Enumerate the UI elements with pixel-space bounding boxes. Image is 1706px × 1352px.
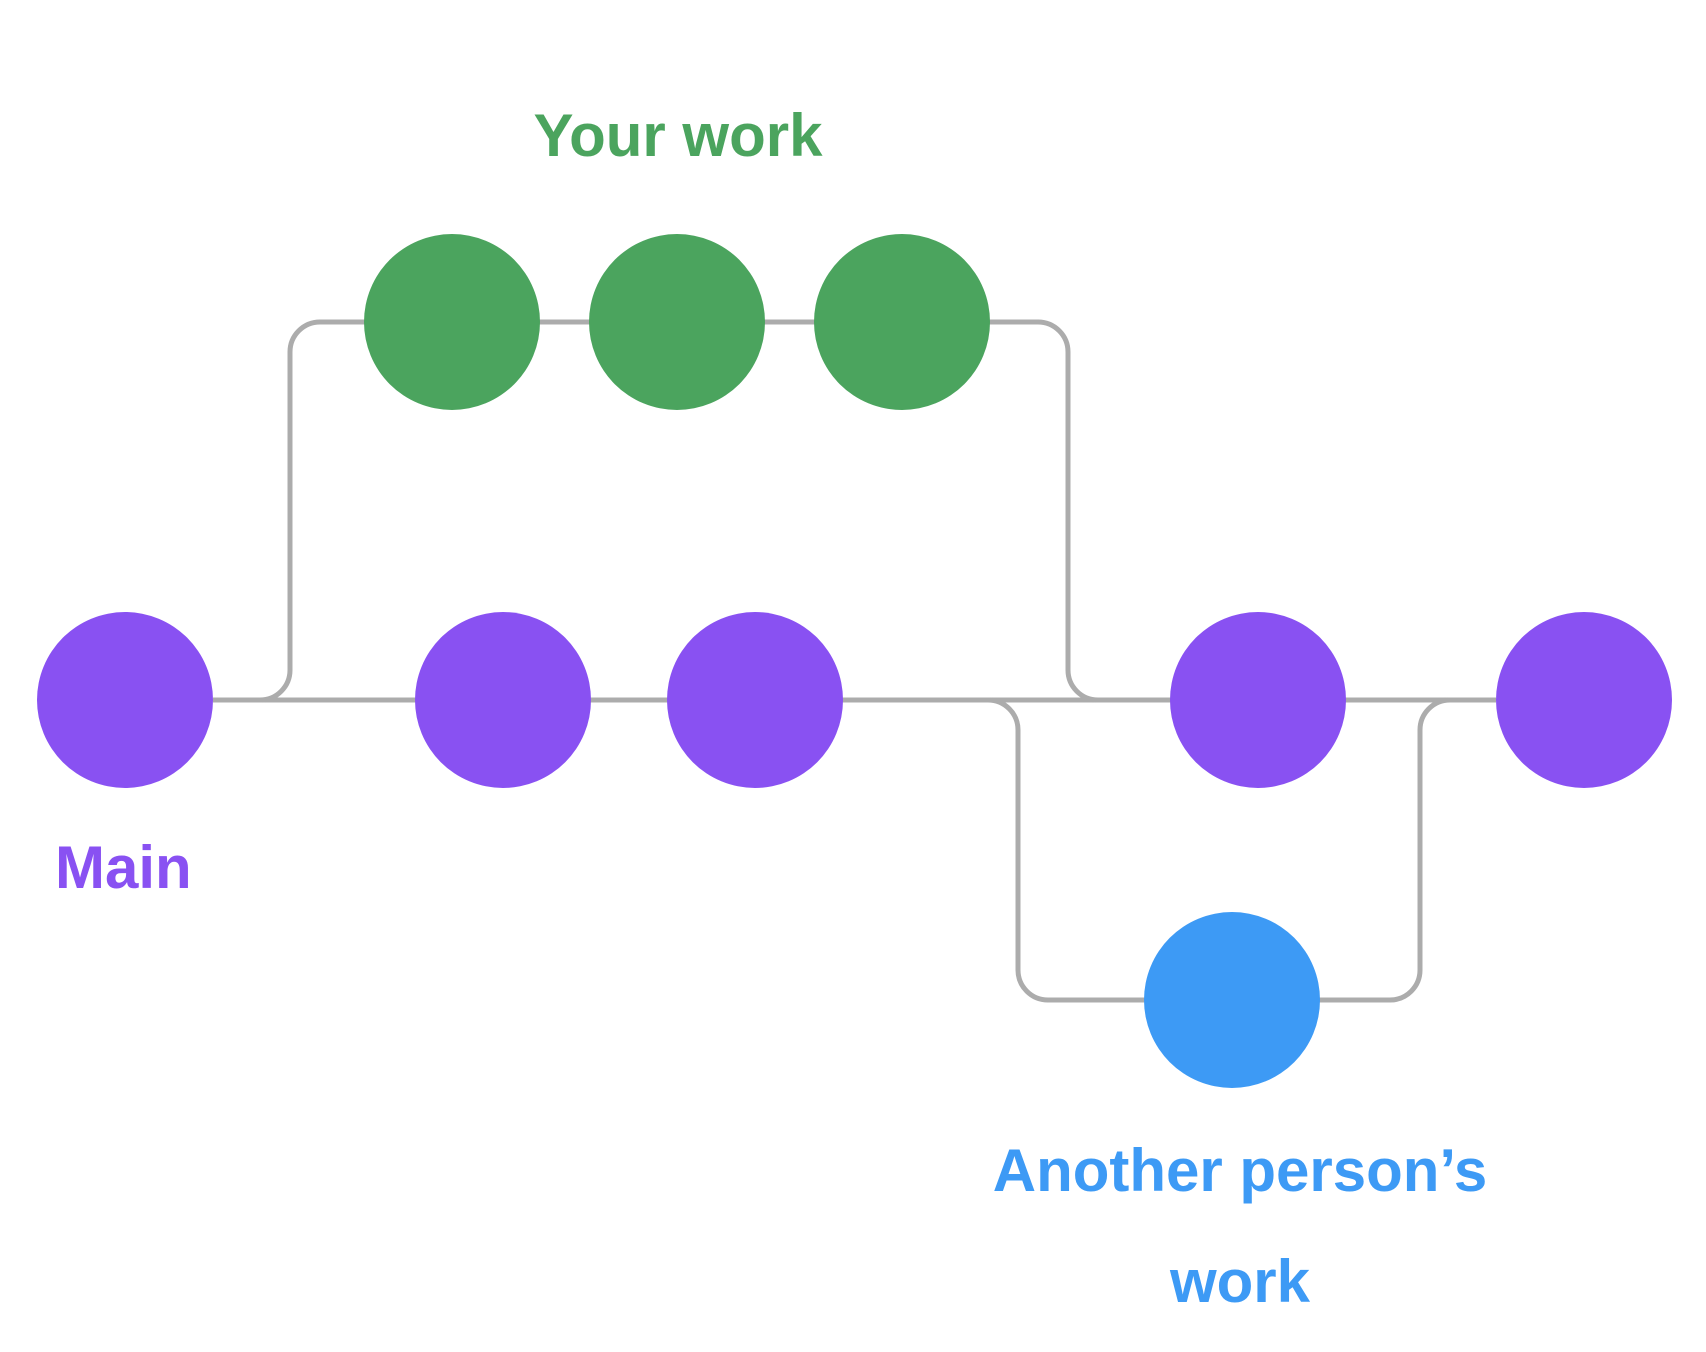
main-branch-label: Main xyxy=(55,834,192,901)
another-work-branch-label-line2: work xyxy=(1169,1248,1311,1315)
your-work-commit-2 xyxy=(589,234,765,410)
your-work-branch-line xyxy=(259,319,1170,703)
another-work-branch-line xyxy=(987,697,1496,1003)
main-commit-5 xyxy=(1496,612,1672,788)
your-work-commit-1 xyxy=(364,234,540,410)
another-work-commit-1 xyxy=(1144,912,1320,1088)
main-commit-3 xyxy=(667,612,843,788)
your-work-branch-label: Your work xyxy=(533,102,823,169)
your-work-commit-3 xyxy=(814,234,990,410)
another-work-branch-label-line1: Another person’s xyxy=(992,1137,1488,1204)
main-commit-1 xyxy=(37,612,213,788)
main-commit-4 xyxy=(1170,612,1346,788)
main-commit-2 xyxy=(415,612,591,788)
